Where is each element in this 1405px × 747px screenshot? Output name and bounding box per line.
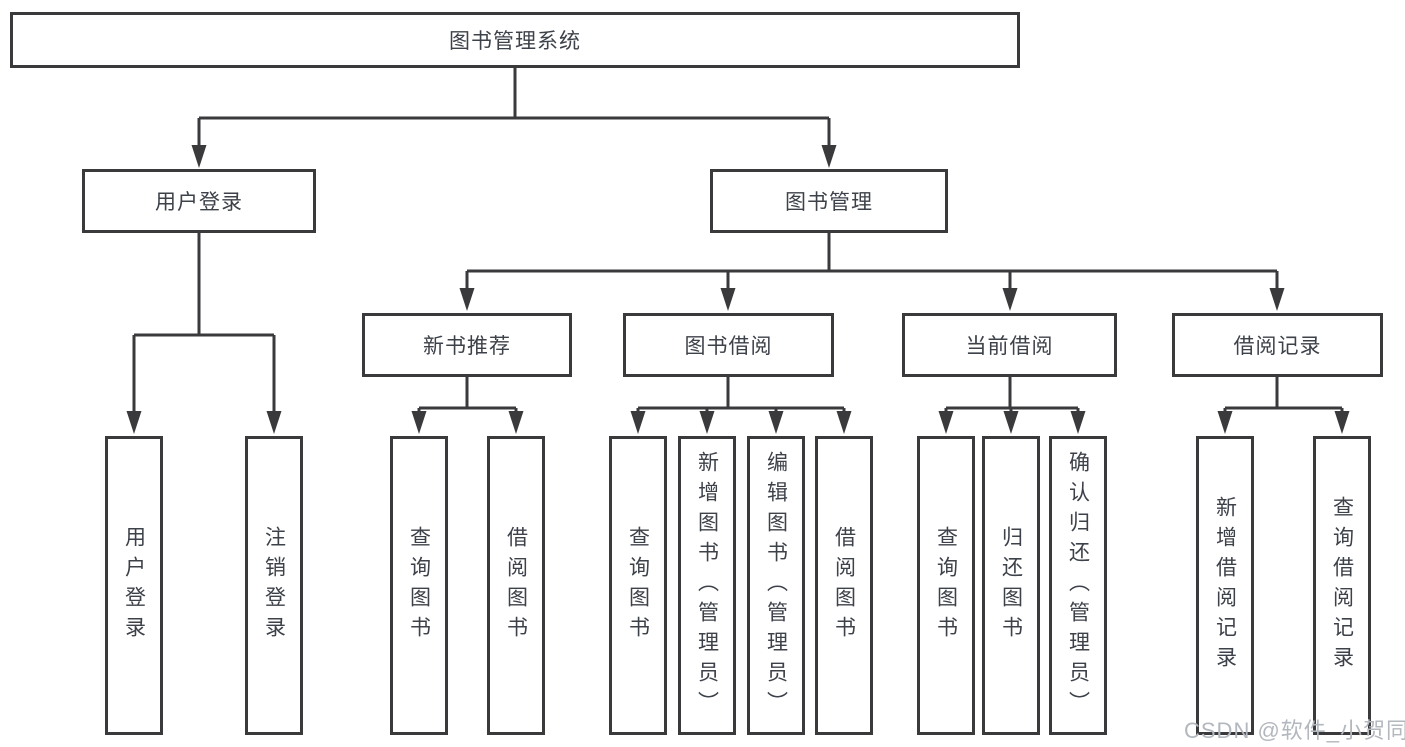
node-label: 图书借阅 <box>684 335 773 358</box>
connector-current-borrowing-branch <box>944 377 1080 413</box>
leaf-label: 新增图书（管理员） <box>695 450 719 721</box>
node-book-management-system: 图书管理系统 <box>10 12 1020 68</box>
leaf-label: 编辑图书（管理员） <box>764 450 788 721</box>
connector-book-management-branch <box>465 233 1279 290</box>
arrowhead <box>459 288 475 311</box>
leaf-label: 查询图书 <box>407 525 431 646</box>
arrowhead <box>1003 411 1019 434</box>
connector-book-borrowing-branch <box>636 377 846 413</box>
leaf-label: 查询图书 <box>934 525 958 646</box>
leaf-label: 查询借阅记录 <box>1330 495 1354 676</box>
connector-user-login-branch <box>132 233 276 413</box>
arrowhead <box>411 411 427 434</box>
arrowhead <box>1070 411 1086 434</box>
leaf-label: 确认归还（管理员） <box>1066 450 1090 721</box>
leaf-confirm-return-admin: 确认归还（管理员） <box>1049 436 1107 735</box>
leaf-add-borrow-record: 新增借阅记录 <box>1196 436 1254 735</box>
arrowhead <box>1269 288 1285 311</box>
leaf-edit-books-admin: 编辑图书（管理员） <box>747 436 805 735</box>
arrowhead <box>1002 288 1018 311</box>
node-label: 当前借阅 <box>965 335 1054 358</box>
arrowhead <box>126 411 142 434</box>
leaf-add-books-admin: 新增图书（管理员） <box>678 436 736 735</box>
leaf-borrowing-borrow-books: 借阅图书 <box>815 436 873 735</box>
connector-new-book-rec-branch <box>417 377 518 413</box>
arrowhead <box>266 411 282 434</box>
connector-borrowing-records-branch <box>1223 377 1344 413</box>
leaf-rec-borrow-books: 借阅图书 <box>487 436 545 735</box>
leaf-borrowing-query-books: 查询图书 <box>609 436 667 735</box>
csdn-watermark: CSDN @软件_小贺同学 <box>1184 718 1405 743</box>
arrowhead <box>821 145 837 168</box>
arrowhead <box>1217 411 1233 434</box>
node-user-login-branch: 用户登录 <box>82 169 316 233</box>
node-label: 图书管理 <box>785 191 873 214</box>
node-borrowing-records: 借阅记录 <box>1172 313 1383 377</box>
leaf-label: 用户登录 <box>122 525 146 646</box>
node-label: 借阅记录 <box>1233 335 1322 358</box>
leaf-return-books: 归还图书 <box>982 436 1040 735</box>
node-book-borrowing: 图书借阅 <box>623 313 834 377</box>
leaf-current-query-books: 查询图书 <box>917 436 975 735</box>
leaf-label: 新增借阅记录 <box>1213 495 1237 676</box>
leaf-query-borrow-record: 查询借阅记录 <box>1313 436 1371 735</box>
node-new-book-recommendation: 新书推荐 <box>362 313 572 377</box>
arrowhead <box>508 411 524 434</box>
node-label: 图书管理系统 <box>449 30 581 53</box>
arrowhead <box>768 411 784 434</box>
arrowhead <box>836 411 852 434</box>
leaf-label: 借阅图书 <box>832 525 856 646</box>
leaf-label: 归还图书 <box>999 525 1023 646</box>
leaf-logout: 注销登录 <box>245 436 303 735</box>
leaf-label: 查询图书 <box>626 525 650 646</box>
arrowhead <box>191 145 207 168</box>
connector-root-to-branches <box>197 68 831 147</box>
leaf-label: 借阅图书 <box>504 525 528 646</box>
node-label: 新书推荐 <box>423 335 511 358</box>
arrowhead <box>938 411 954 434</box>
leaf-label: 注销登录 <box>262 525 286 646</box>
arrowhead <box>1334 411 1350 434</box>
node-book-management: 图书管理 <box>710 169 948 233</box>
arrowhead <box>630 411 646 434</box>
node-label: 用户登录 <box>155 191 243 214</box>
arrowhead <box>720 288 736 311</box>
leaf-user-login: 用户登录 <box>105 436 163 735</box>
node-current-borrowing: 当前借阅 <box>902 313 1117 377</box>
arrowhead <box>699 411 715 434</box>
leaf-rec-query-books: 查询图书 <box>390 436 448 735</box>
